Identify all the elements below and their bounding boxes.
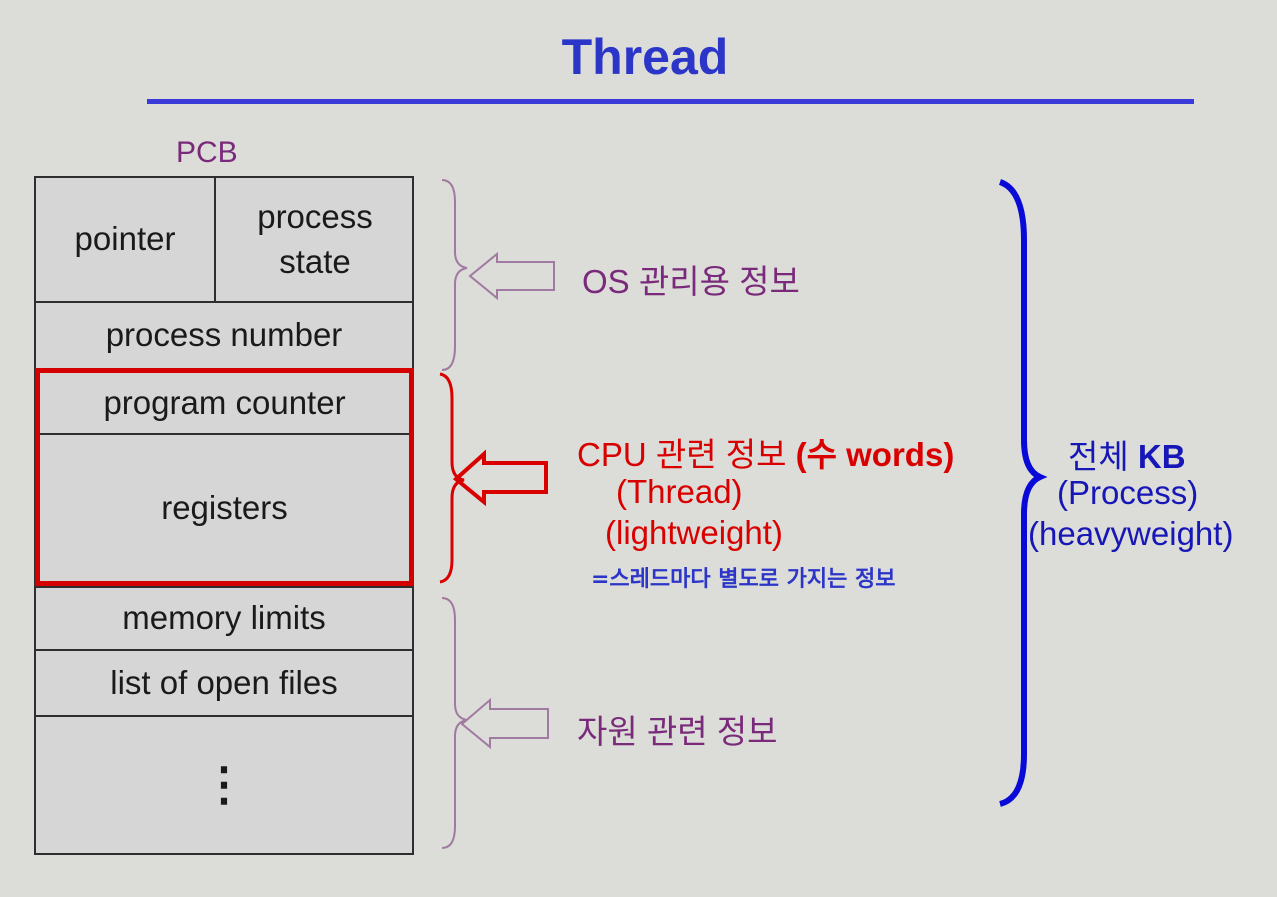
pcb-divider: [36, 301, 412, 303]
os-info-label: OS 관리용 정보: [582, 263, 800, 300]
pcb-ellipsis-cell: ⋮: [36, 717, 412, 851]
cpu-info-words: (수 words): [795, 436, 955, 473]
resource-info-label: 자원 관련 정보: [577, 713, 778, 750]
cpu-info-highlight-box: [35, 368, 414, 586]
cpu-info-label: CPU 관련 정보 (수 words): [577, 428, 954, 476]
os-arrow-icon: [468, 251, 555, 301]
pcb-memory-limits-cell: memory limits: [36, 588, 412, 649]
slide-title: Thread: [561, 29, 729, 85]
pcb-divider: [36, 586, 412, 588]
pcb-process-state-cell: process state: [240, 178, 390, 301]
lightweight-label: (lightweight): [605, 514, 783, 551]
pcb-label: PCB: [176, 136, 238, 169]
pcb-pointer-cell: pointer: [36, 178, 214, 301]
pcb-divider: [40, 433, 409, 435]
total-kb-bold: KB: [1137, 438, 1186, 475]
cpu-brace-icon: [439, 372, 465, 584]
cpu-arrow-icon: [452, 449, 548, 507]
pcb-registers-cell: registers: [40, 435, 409, 581]
thread-label: (Thread): [616, 473, 743, 510]
pcb-divider: [36, 715, 412, 717]
title-underline: [147, 99, 1194, 104]
heavyweight-label: (heavyweight): [1028, 515, 1234, 552]
process-brace-icon: [998, 179, 1048, 807]
pcb-divider: [214, 178, 216, 301]
pcb-program-counter-cell: program counter: [40, 373, 409, 433]
pcb-process-number-cell: process number: [36, 303, 412, 368]
pcb-open-files-cell: list of open files: [36, 651, 412, 715]
total-kb-label: 전체 KB: [1068, 430, 1186, 478]
pcb-divider: [36, 649, 412, 651]
process-label: (Process): [1057, 474, 1199, 511]
cpu-info-prefix: CPU 관련 정보: [577, 436, 796, 473]
resource-arrow-icon: [460, 697, 549, 750]
os-brace-icon: [441, 179, 468, 371]
total-prefix: 전체: [1068, 438, 1138, 475]
thread-note: =스레드마다 별도로 가지는 정보: [591, 567, 896, 592]
